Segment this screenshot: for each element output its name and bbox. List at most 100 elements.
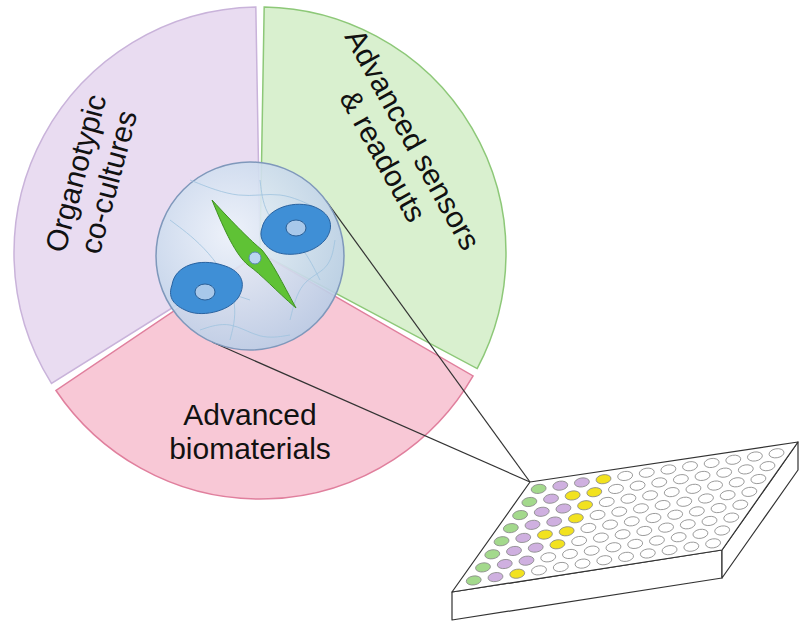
plate-well <box>584 545 600 556</box>
plate-top <box>452 442 798 592</box>
plate-well <box>503 523 519 534</box>
plate-well <box>682 461 698 472</box>
plate-well <box>704 457 720 468</box>
plate-well <box>531 565 547 576</box>
plate-well <box>599 496 615 507</box>
plate-well <box>596 555 612 566</box>
plate-well <box>768 448 784 459</box>
zoom-line <box>326 201 530 482</box>
plate-well <box>574 558 590 569</box>
plate-well <box>518 555 534 566</box>
plate-well <box>589 509 605 520</box>
plate-well <box>475 562 491 573</box>
plate-well <box>552 480 568 491</box>
matrix-bubble <box>156 162 344 350</box>
plate-well <box>497 558 513 569</box>
plate-well <box>493 536 509 547</box>
plate-well <box>515 532 531 543</box>
plate-well <box>531 483 547 494</box>
plate-well <box>571 535 587 546</box>
plate-well <box>562 548 578 559</box>
plate-well <box>640 548 656 559</box>
plate-well <box>701 515 717 526</box>
sector-label: Advanced biomaterials <box>155 398 345 465</box>
plate-well <box>549 539 565 550</box>
plate-well <box>676 496 692 507</box>
plate-well <box>639 467 655 478</box>
plate-well <box>512 509 528 520</box>
plate-well <box>540 552 556 563</box>
plate-well <box>654 499 670 510</box>
plate-well <box>524 519 540 530</box>
plate-well <box>546 516 562 527</box>
plate-well <box>683 541 699 552</box>
plate-well <box>521 496 537 507</box>
plate-well <box>608 483 624 494</box>
plate-well <box>636 525 652 536</box>
plate-well <box>555 503 571 514</box>
plate-well <box>568 513 584 524</box>
plate-well <box>747 451 763 462</box>
plate-well <box>714 525 730 536</box>
plate-well <box>577 500 593 511</box>
plate-well <box>506 545 522 556</box>
plate-well <box>729 477 745 488</box>
plate-well <box>595 474 611 485</box>
plate-well <box>725 454 741 465</box>
plate-well <box>707 480 723 491</box>
plate-well <box>710 502 726 513</box>
matrix-fibre <box>200 325 290 338</box>
plate-well <box>664 487 680 498</box>
zoom-line <box>212 342 530 482</box>
plate-well <box>689 506 705 517</box>
plate-well <box>543 493 559 504</box>
epithelial-cell <box>261 204 331 254</box>
plate-well <box>528 542 544 553</box>
plate-well <box>466 575 482 586</box>
plate-well <box>645 512 661 523</box>
plate-well <box>629 480 645 491</box>
plate-well <box>586 487 602 498</box>
plate-well <box>660 464 676 475</box>
plate-well <box>642 490 658 501</box>
sector-label-box: Advanced biomaterials <box>155 398 345 465</box>
plate-well <box>759 461 775 472</box>
plate-well <box>685 483 701 494</box>
plate-well <box>667 509 683 520</box>
plate-well <box>484 549 500 560</box>
plate-well <box>680 519 696 530</box>
plate-well <box>732 499 748 510</box>
plate-well <box>716 467 732 478</box>
plate-well <box>698 493 714 504</box>
plate-well <box>574 477 590 488</box>
plate-well <box>705 538 721 549</box>
plate-well <box>720 490 736 501</box>
plate-well <box>694 470 710 481</box>
plate-well <box>671 532 687 543</box>
plate-well <box>633 503 649 514</box>
plate-well <box>534 506 550 517</box>
plate-well <box>673 474 689 485</box>
plate-well <box>618 551 634 562</box>
plate-well <box>624 516 640 527</box>
cell-nucleus <box>195 284 215 300</box>
plate-well <box>627 538 643 549</box>
plate-well <box>611 506 627 517</box>
plate-well <box>658 522 674 533</box>
epithelial-cell <box>171 262 243 313</box>
plate-well <box>553 561 569 572</box>
plate-well <box>738 464 754 475</box>
plate-well <box>593 532 609 543</box>
plate-well <box>649 535 665 546</box>
plate-well <box>750 473 766 484</box>
plate-well <box>651 477 667 488</box>
cell-nucleus <box>249 252 261 264</box>
plate-well <box>565 490 581 501</box>
plate-well <box>661 544 677 555</box>
plate-well <box>614 529 630 540</box>
cell-nucleus <box>286 220 306 236</box>
plate-well <box>559 526 575 537</box>
plate-well <box>605 542 621 553</box>
plate-well <box>620 493 636 504</box>
